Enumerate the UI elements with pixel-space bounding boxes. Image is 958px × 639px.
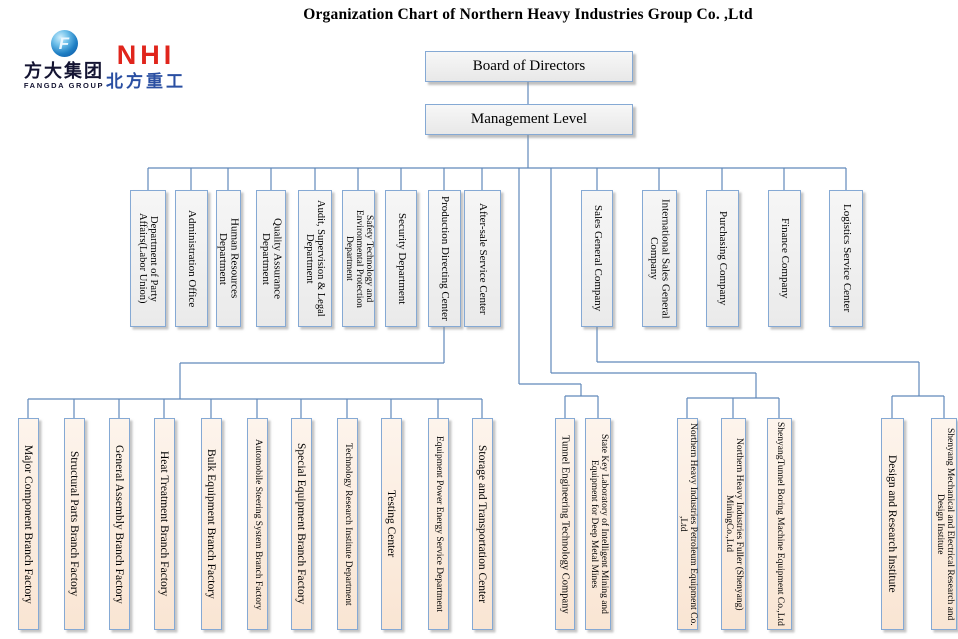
fangda-english-name: FANGDA GROUP [23, 81, 105, 90]
org-node-label: Storage and Transportation Center [476, 444, 489, 604]
org-node-label: Special Equipment Branch Factory [295, 443, 308, 605]
org-node: Security Department [385, 190, 417, 327]
fangda-chinese-name: 方大集团 [24, 61, 104, 81]
org-node-label: Department of Party Affairs(Labor Union) [137, 213, 160, 304]
nhi-chinese-name: 北方重工 [106, 72, 186, 91]
org-node: Heat Treatment Branch Factory [153, 418, 175, 630]
org-node: Northern Heavy Industries Petroleum Equi… [676, 418, 698, 630]
org-node-label: Board of Directors [472, 58, 586, 74]
org-node-label: Design and Research Institute [886, 455, 899, 593]
fangda-logo: F 方大集团 FANGDA GROUP [14, 30, 114, 90]
org-node: Structural Parts Branch Factory [63, 418, 85, 630]
org-node-label: Automobile Steering System Branch Factor… [252, 438, 263, 610]
org-node: Quality Assurance Department [256, 190, 286, 327]
org-node: Shenyang Mechanical and Electrical Resea… [931, 418, 957, 630]
org-node: Equipment Power Energy Service Departmen… [427, 418, 449, 630]
nhi-logo: NHI 北方重工 [100, 40, 192, 91]
org-node-label: Northern Heavy Industries Petroleum Equi… [678, 422, 698, 626]
org-node: International Sales General Company [641, 190, 677, 327]
org-node: Department of Party Affairs(Labor Union) [130, 190, 166, 327]
org-node-label: Administration Office [185, 209, 198, 308]
org-node-label: International Sales General Company [648, 198, 672, 319]
org-node: Design and Research Institute [880, 418, 904, 630]
org-node-label: Safety Technology and Environmental Prot… [344, 209, 374, 308]
org-node-label: Security Department [395, 212, 408, 305]
org-node: Logistics Service Center [829, 190, 863, 327]
org-node-label: Heat Treatment Branch Factory [158, 451, 171, 597]
org-node-label: Technology Research Institute Department [342, 442, 353, 606]
org-node-label: Production Directing Center [438, 196, 451, 321]
org-node-label: Purchasing Company [716, 211, 729, 306]
org-node-board-of-directors: Board of Directors [425, 51, 633, 82]
org-node: Testing Center [380, 418, 402, 630]
org-node: Human Resources Department [215, 190, 241, 327]
org-node-label: Logistics Service Center [840, 204, 853, 313]
org-node-label: Northern Heavy Industries Fuller (Shenya… [724, 437, 744, 611]
org-node: Storage and Transportation Center [471, 418, 493, 630]
org-node: State Key Laboratory of Intelligent Mini… [585, 418, 611, 630]
org-node: General Assembly Branch Factory [108, 418, 130, 630]
org-node: Technology Research Institute Department [336, 418, 358, 630]
org-node-label: ShenyangTunnel Boring Machine Equipment … [774, 422, 785, 626]
org-node-label: Bulk Equipment Branch Factory [205, 449, 218, 599]
org-node-label: Finance Company [778, 218, 791, 299]
org-node: Bulk Equipment Branch Factory [200, 418, 222, 630]
nhi-abbreviation: NHI [116, 40, 176, 70]
org-node-label: Sales General Company [591, 205, 604, 312]
org-node-label: Shenyang Mechanical and Electrical Resea… [935, 427, 955, 621]
org-node-management-level: Management Level [425, 104, 633, 135]
org-node-label: Quality Assurance Department [260, 218, 284, 299]
org-node: Finance Company [767, 190, 801, 327]
org-node: Safety Technology and Environmental Prot… [341, 190, 375, 327]
org-node: Purchasing Company [705, 190, 739, 327]
org-node: Audit, Supervision & Legal Department [298, 190, 332, 327]
org-node: Northern Heavy Industries Fuller (Shenya… [720, 418, 746, 630]
org-node-label: Major Component Branch Factory [22, 444, 35, 604]
org-node-label: Equipment Power Energy Service Departmen… [433, 435, 444, 613]
org-node-label: Testing Center [385, 490, 398, 558]
fangda-f-glyph: F [58, 34, 70, 53]
org-node-label: General Assembly Branch Factory [113, 444, 126, 604]
org-node: After-sale Service Center [463, 190, 501, 327]
org-node-label: Management Level [470, 111, 588, 127]
org-node: Major Component Branch Factory [17, 418, 39, 630]
org-node-label: After-sale Service Center [476, 202, 489, 315]
org-node-label: State Key Laboratory of Intelligent Mini… [589, 434, 609, 614]
org-node-label: Structural Parts Branch Factory [68, 451, 81, 597]
fangda-sphere-icon: F [50, 30, 78, 57]
page-title: Organization Chart of Northern Heavy Ind… [303, 6, 753, 23]
org-node: ShenyangTunnel Boring Machine Equipment … [766, 418, 792, 630]
org-node: Automobile Steering System Branch Factor… [246, 418, 268, 630]
org-node: Special Equipment Branch Factory [290, 418, 312, 630]
org-node: Administration Office [174, 190, 208, 327]
org-node-label: Human Resources Department [217, 218, 241, 299]
org-node-label: Audit, Supervision & Legal Department [304, 200, 327, 317]
org-node: Production Directing Center [427, 190, 461, 327]
org-node: Sales General Company [581, 190, 613, 327]
org-node: Tunnel Engineering Technology Company [555, 418, 575, 630]
org-node-label: Tunnel Engineering Technology Company [559, 434, 571, 614]
